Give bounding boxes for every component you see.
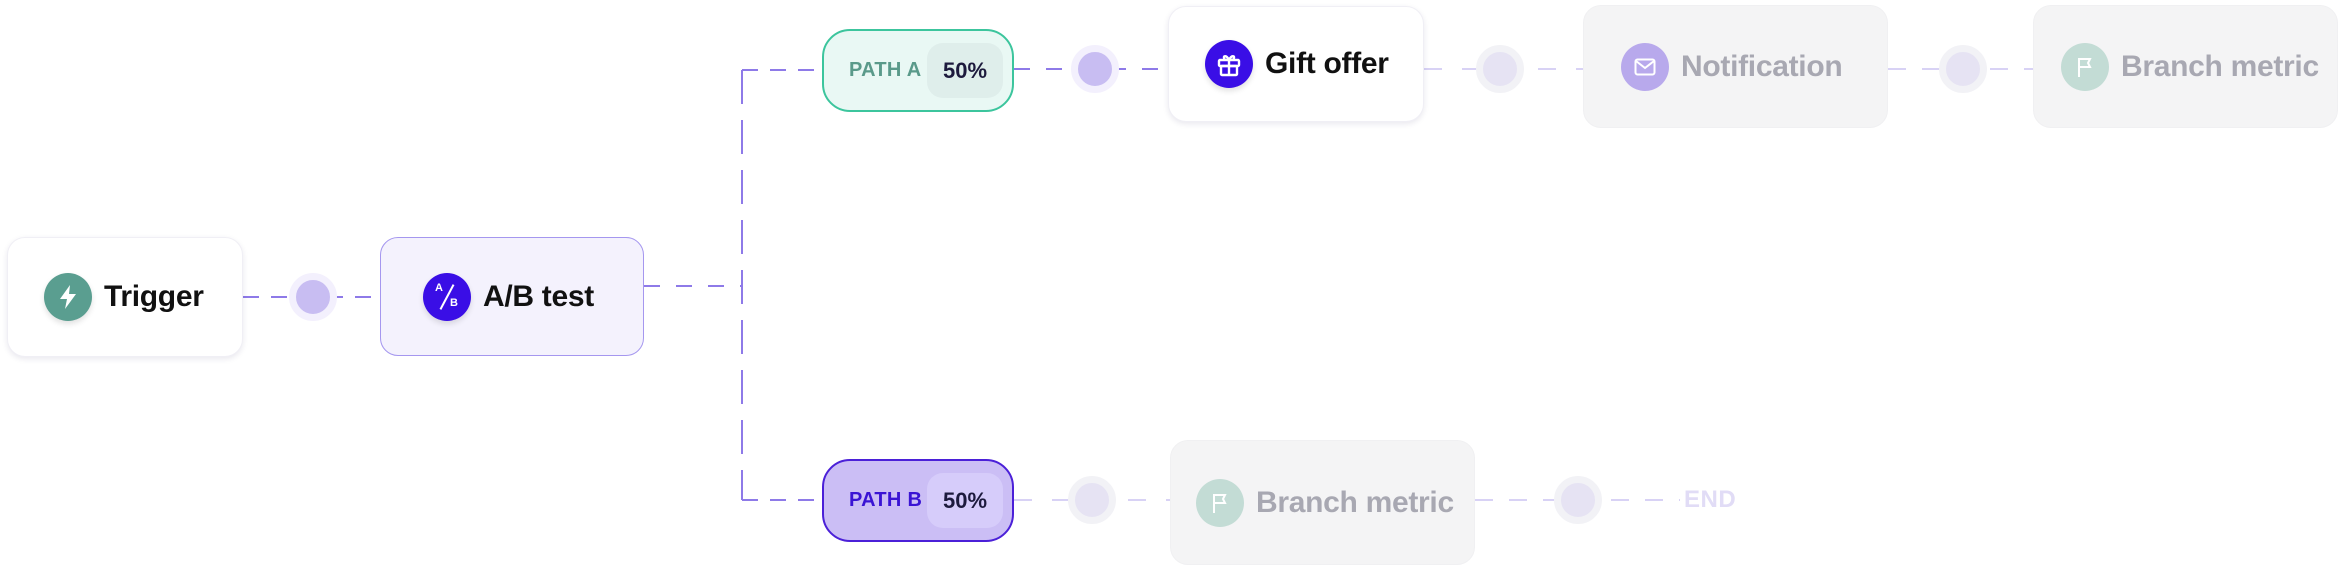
end-label: END — [1684, 486, 1737, 513]
branch-metric-label-a: Branch metric — [2121, 49, 2319, 83]
connector-dot[interactable] — [1071, 45, 1119, 93]
gift-offer-label: Gift offer — [1265, 47, 1389, 80]
path-b-percent: 50% — [927, 473, 1003, 528]
mail-icon — [1621, 42, 1669, 91]
connector-dot[interactable] — [1554, 476, 1602, 524]
path-a-pill[interactable]: PATH A 50% — [822, 29, 1014, 112]
trigger-label: Trigger — [104, 280, 204, 313]
gift-offer-node[interactable]: Gift offer — [1168, 6, 1424, 122]
flag-icon — [2061, 42, 2109, 91]
notification-node[interactable]: Notification — [1583, 5, 1888, 128]
ab-test-label: A/B test — [483, 279, 594, 313]
branch-metric-node-a[interactable]: Branch metric — [2033, 5, 2338, 128]
path-a-label: PATH A — [849, 59, 922, 81]
ab-icon-a: A — [435, 281, 443, 294]
flag-icon — [1196, 478, 1244, 527]
connector-dot[interactable] — [1939, 45, 1987, 93]
trigger-node[interactable]: Trigger — [7, 237, 243, 357]
ab-test-node[interactable]: A B A/B test — [380, 237, 644, 356]
branch-metric-node-b[interactable]: Branch metric — [1170, 440, 1475, 565]
connector-dot[interactable] — [1476, 45, 1524, 93]
path-b-label: PATH B — [849, 489, 923, 511]
connector-dot[interactable] — [1068, 476, 1116, 524]
ab-split-icon: A B — [423, 272, 471, 321]
ab-icon-b: B — [450, 296, 458, 309]
connector-dot[interactable] — [289, 273, 337, 321]
notification-label: Notification — [1681, 49, 1843, 83]
path-a-percent: 50% — [927, 43, 1003, 98]
path-b-pill[interactable]: PATH B 50% — [822, 459, 1014, 542]
branch-metric-label-b: Branch metric — [1256, 485, 1454, 519]
lightning-icon — [44, 273, 92, 321]
gift-icon — [1205, 40, 1253, 88]
